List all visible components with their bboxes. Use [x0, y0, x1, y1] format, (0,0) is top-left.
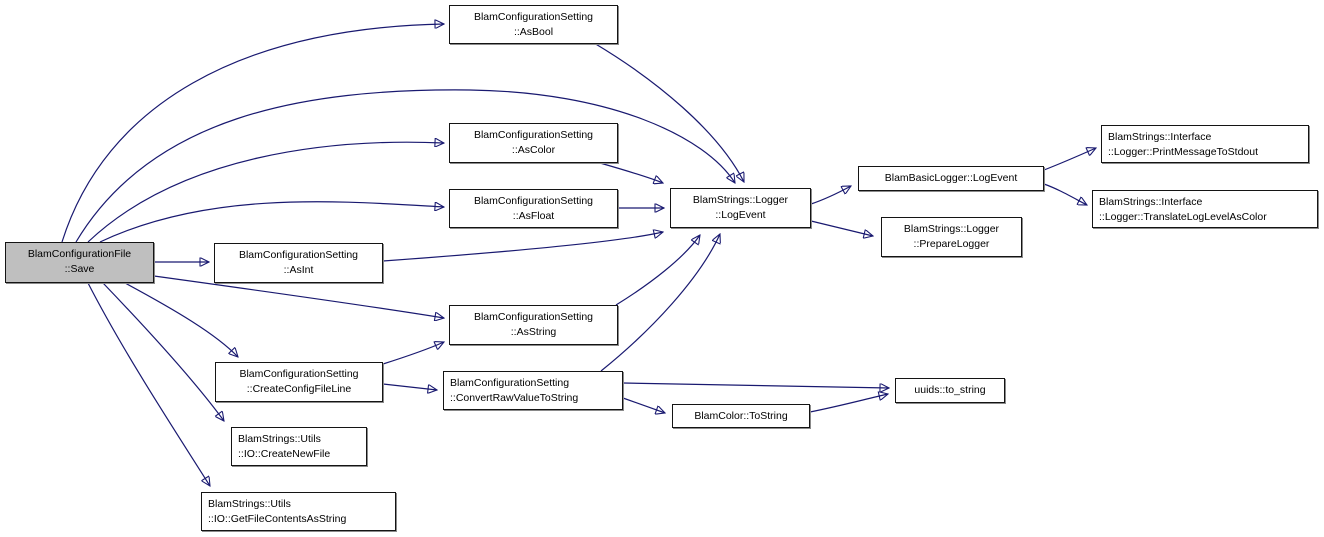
node-label-line1: uuids::to_string: [914, 384, 986, 396]
graph-node-as-color[interactable]: BlamConfigurationSetting ::AsColor: [449, 123, 618, 163]
graph-node-prepare-logger[interactable]: BlamStrings::Logger ::PrepareLogger: [881, 217, 1022, 257]
edge-log-event-to-prepare-logger: [810, 220, 873, 236]
node-label-line2: ::AsBool: [513, 26, 554, 38]
graph-node-get-file-contents-as-string[interactable]: BlamStrings::Utils ::IO::GetFileContents…: [201, 492, 396, 531]
edge-blam-basic-logger-log-event-to-translate-log-level-as-color: [1043, 183, 1087, 205]
node-label-line2: ::CreateConfigFileLine: [246, 383, 352, 395]
node-label-line2: ::PrepareLogger: [913, 238, 990, 250]
edge-convert-raw-value-to-string-to-log-event: [600, 234, 720, 372]
node-label-line1: BlamConfigurationSetting: [450, 377, 570, 389]
graph-node-as-float[interactable]: BlamConfigurationSetting ::AsFloat: [449, 189, 618, 228]
edge-save-to-as-string: [153, 275, 444, 318]
node-label-line2: ::Logger::TranslateLogLevelAsColor: [1099, 211, 1267, 223]
node-label-line1: BlamBasicLogger::LogEvent: [884, 172, 1018, 184]
node-label-line1: BlamConfigurationFile: [27, 248, 132, 260]
edge-save-to-create-new-file: [102, 282, 224, 421]
node-label-line2: ::AsInt: [283, 264, 314, 276]
edge-create-config-file-line-to-convert-raw-value-to-string: [382, 383, 437, 390]
node-label-line1: BlamConfigurationSetting: [473, 11, 594, 23]
graph-node-as-bool[interactable]: BlamConfigurationSetting ::AsBool: [449, 5, 618, 44]
node-label-line1: BlamConfigurationSetting: [473, 311, 594, 323]
node-label-line1: BlamColor::ToString: [694, 409, 788, 422]
node-label-line1: BlamStrings::Interface: [1099, 196, 1203, 208]
edge-convert-raw-value-to-string-to-blam-color-to-string: [622, 397, 665, 413]
edge-log-event-to-blam-basic-logger-log-event: [810, 186, 851, 205]
node-label-line1: BlamStrings::Utils: [208, 498, 291, 510]
edge-as-bool-to-log-event: [593, 42, 744, 182]
graph-node-as-int[interactable]: BlamConfigurationSetting ::AsInt: [214, 243, 383, 283]
edge-as-string-to-log-event: [615, 235, 700, 306]
graph-node-translate-log-level-as-color[interactable]: BlamStrings::Interface ::Logger::Transla…: [1092, 190, 1318, 228]
node-label-line2: ::Save: [64, 263, 95, 275]
graph-node-save[interactable]: BlamConfigurationFile ::Save: [5, 242, 154, 283]
edge-save-to-log-event: [75, 89, 735, 243]
edge-as-int-to-log-event: [382, 232, 663, 262]
node-label-line1: BlamStrings::Logger: [903, 223, 1000, 235]
graph-node-create-config-file-line[interactable]: BlamConfigurationSetting ::CreateConfigF…: [215, 362, 383, 402]
node-label-line1: BlamStrings::Utils: [238, 433, 321, 445]
node-label-line1: BlamConfigurationSetting: [238, 249, 359, 261]
edge-save-to-create-config-file-line: [124, 282, 238, 357]
node-label-line2: ::AsString: [510, 326, 557, 338]
node-label-line1: BlamConfigurationSetting: [473, 195, 594, 207]
edge-blam-color-to-string-to-uuids-to-string: [809, 394, 888, 413]
edge-save-to-get-file-contents-as-string: [87, 282, 210, 486]
edge-convert-raw-value-to-string-to-uuids-to-string: [622, 382, 889, 388]
graph-node-create-new-file[interactable]: BlamStrings::Utils ::IO::CreateNewFile: [231, 427, 367, 466]
node-label-line2: ::LogEvent: [715, 209, 766, 221]
node-label-line2: ::IO::GetFileContentsAsString: [208, 513, 347, 525]
node-label-line2: ::AsFloat: [512, 210, 555, 222]
graph-node-uuids-to-string[interactable]: uuids::to_string: [895, 378, 1005, 403]
node-label-line1: BlamConfigurationSetting: [473, 129, 594, 141]
graph-node-log-event[interactable]: BlamStrings::Logger ::LogEvent: [670, 188, 811, 228]
edge-as-color-to-log-event: [599, 162, 663, 183]
graph-node-convert-raw-value-to-string[interactable]: BlamConfigurationSetting ::ConvertRawVal…: [443, 371, 623, 410]
node-label-line2: ::ConvertRawValueToString: [450, 392, 579, 404]
node-label-line2: ::IO::CreateNewFile: [238, 448, 331, 460]
edge-save-to-as-color: [87, 142, 444, 243]
node-label-line2: ::AsColor: [511, 144, 556, 156]
node-label-line2: ::Logger::PrintMessageToStdout: [1108, 146, 1259, 158]
edge-create-config-file-line-to-as-string: [382, 342, 444, 365]
edge-blam-basic-logger-log-event-to-print-message-to-stdout: [1043, 148, 1096, 171]
graph-node-as-string[interactable]: BlamConfigurationSetting ::AsString: [449, 305, 618, 345]
edge-save-to-as-float: [99, 201, 444, 243]
graph-node-blam-color-to-string[interactable]: BlamColor::ToString: [672, 404, 810, 428]
node-label-line1: BlamStrings::Logger: [692, 194, 789, 206]
edge-save-to-as-bool: [61, 24, 444, 243]
node-label-line1: BlamStrings::Interface: [1108, 131, 1212, 143]
graph-node-blam-basic-logger-log-event[interactable]: BlamBasicLogger::LogEvent: [858, 166, 1044, 191]
node-label-line1: BlamConfigurationSetting: [239, 368, 359, 380]
graph-node-print-message-to-stdout[interactable]: BlamStrings::Interface ::Logger::PrintMe…: [1101, 125, 1309, 163]
